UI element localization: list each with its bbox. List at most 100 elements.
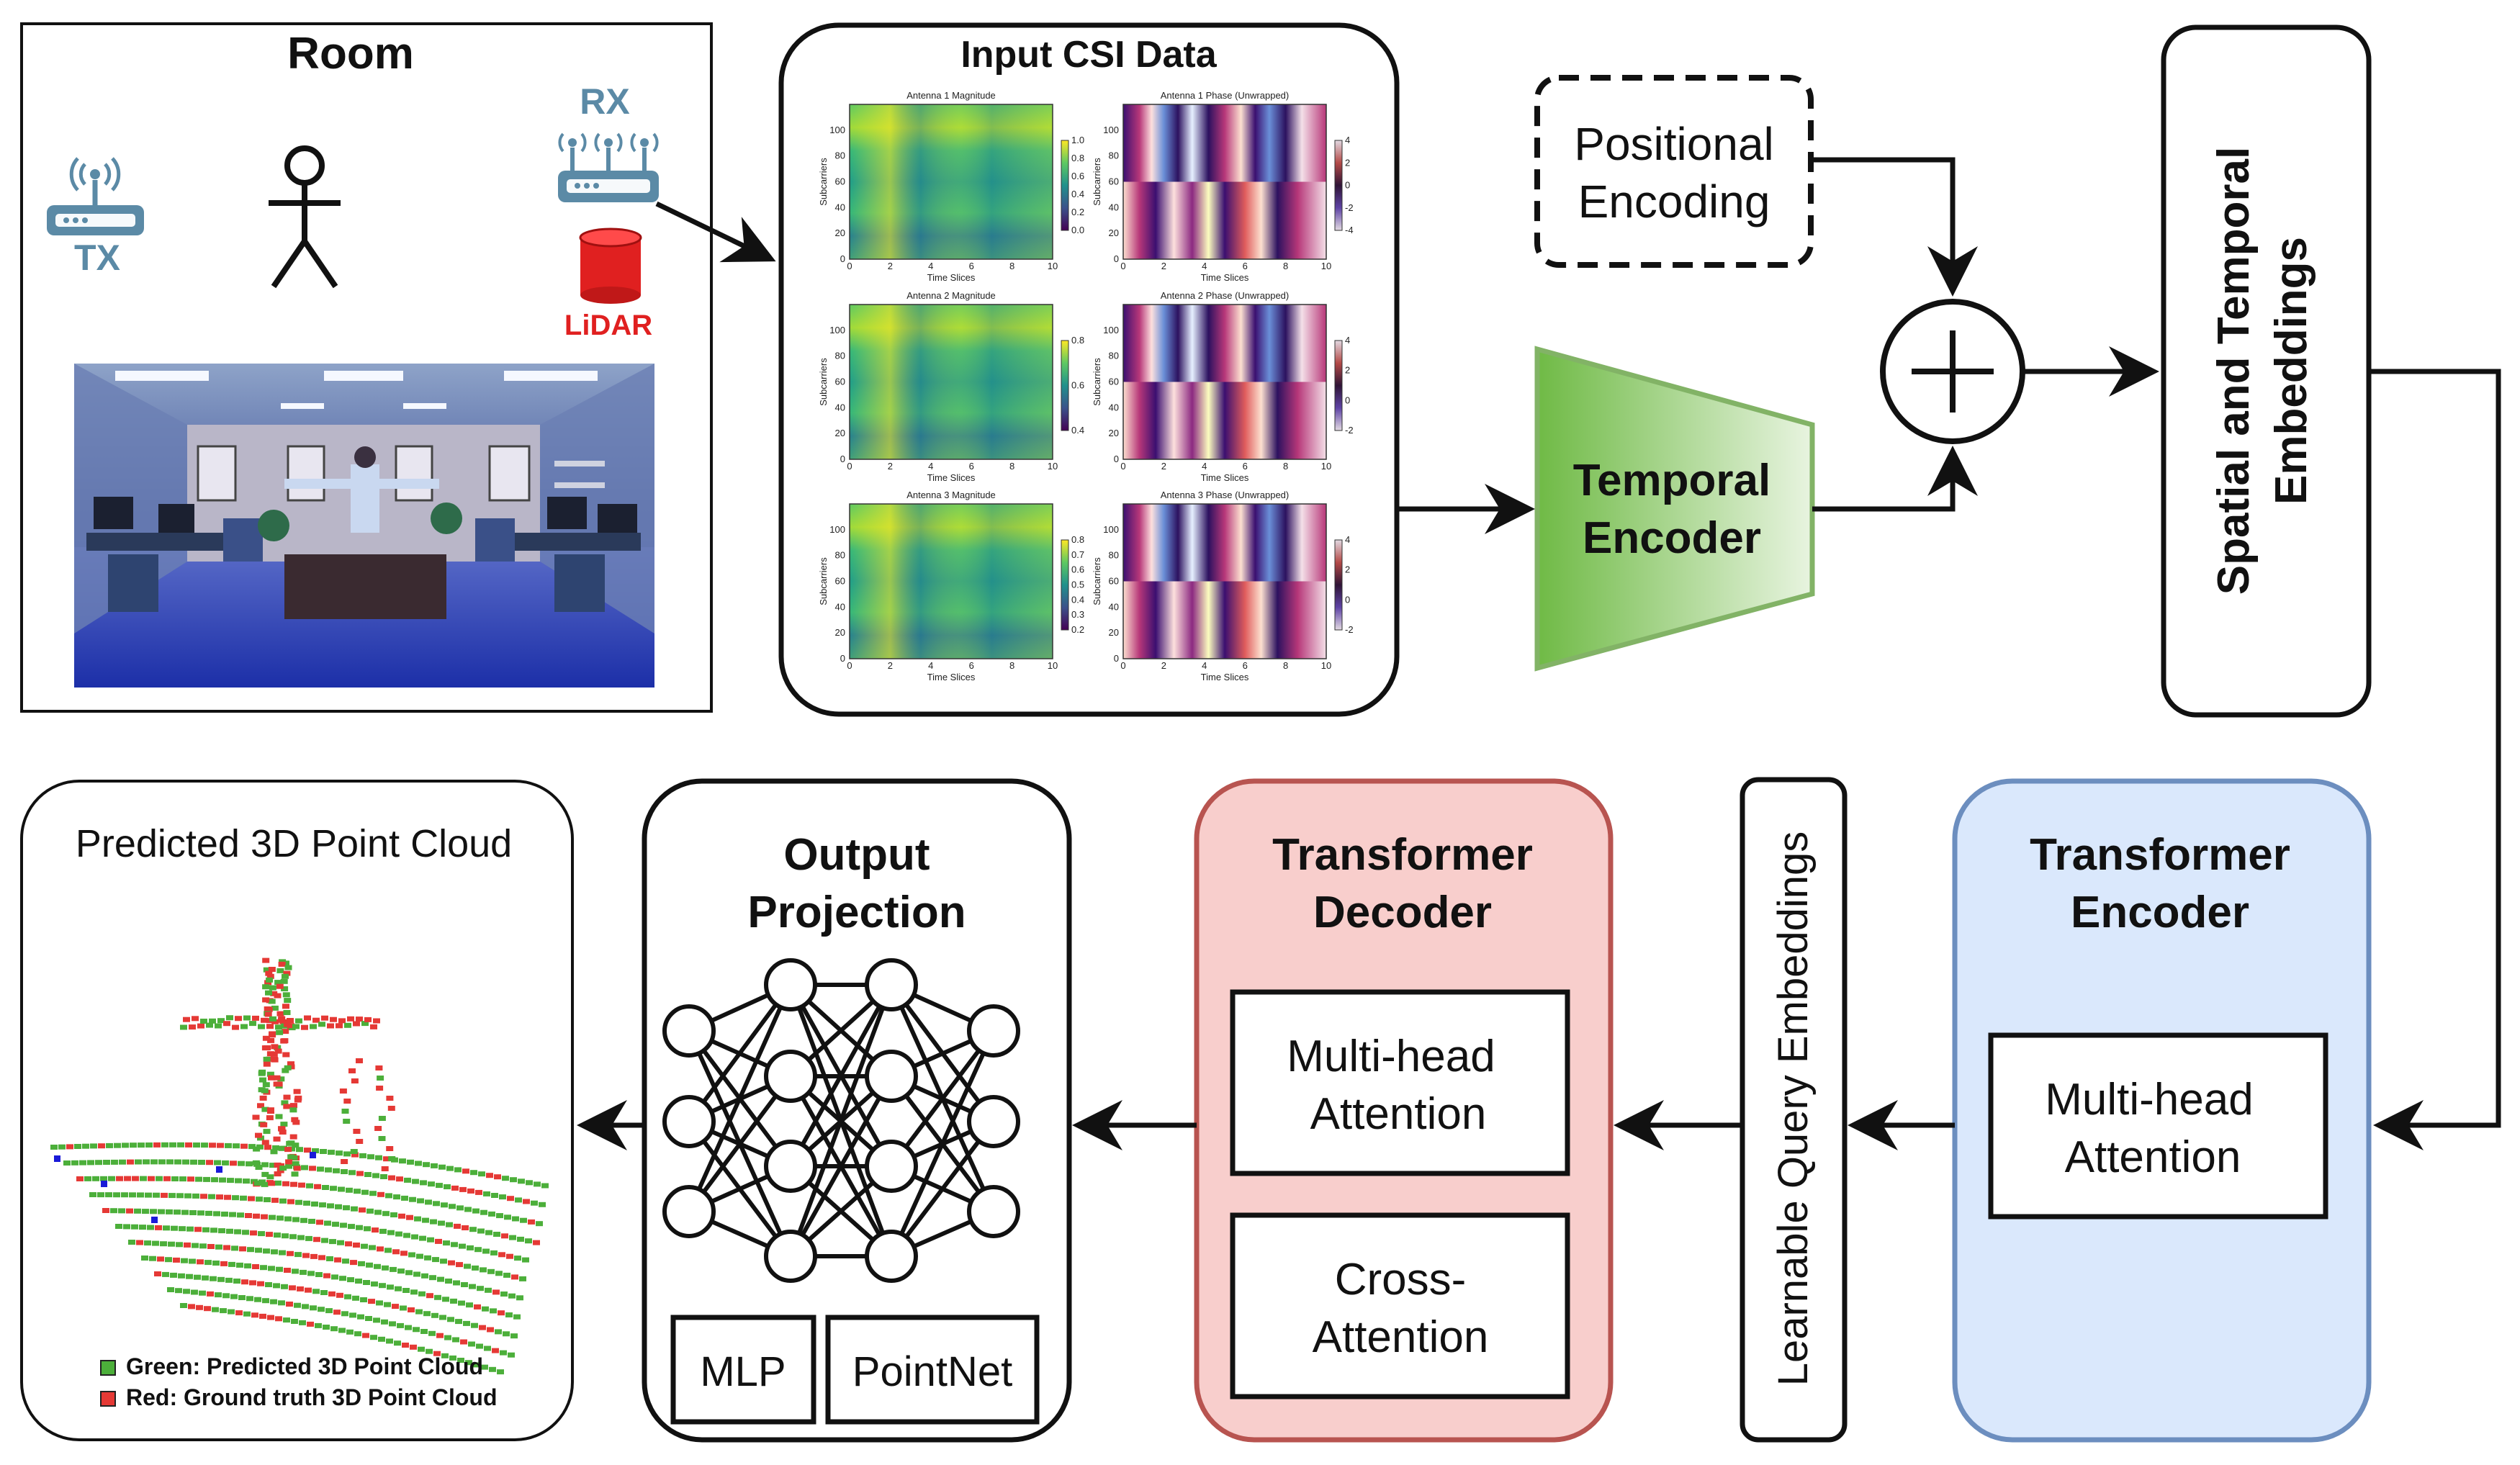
point bbox=[419, 1235, 426, 1241]
point bbox=[358, 1261, 365, 1266]
point bbox=[295, 1199, 302, 1205]
x-tick-label: 0 bbox=[1120, 461, 1125, 472]
x-tick-label: 2 bbox=[1161, 660, 1166, 671]
point bbox=[378, 1136, 386, 1141]
point bbox=[229, 1212, 236, 1217]
nn-node bbox=[764, 958, 817, 1011]
x-tick-label: 10 bbox=[1048, 261, 1058, 271]
point bbox=[333, 1310, 341, 1315]
point bbox=[301, 1165, 308, 1171]
point bbox=[343, 1099, 351, 1104]
point bbox=[376, 1086, 384, 1091]
point bbox=[179, 1226, 186, 1232]
point bbox=[369, 1191, 377, 1196]
phase-heatmap-bottom bbox=[1123, 181, 1326, 259]
point bbox=[318, 1255, 325, 1261]
point bbox=[500, 1292, 508, 1297]
point bbox=[66, 1144, 73, 1150]
point bbox=[339, 1276, 346, 1281]
point bbox=[431, 1163, 438, 1168]
colorbar-tick-label: 0.3 bbox=[1071, 609, 1084, 620]
point bbox=[212, 1261, 220, 1266]
point bbox=[383, 1156, 390, 1162]
point bbox=[469, 1227, 477, 1232]
point bbox=[377, 1191, 384, 1197]
colorbar bbox=[1334, 340, 1343, 431]
colorbar bbox=[1334, 539, 1343, 631]
point bbox=[342, 1258, 349, 1264]
point bbox=[246, 1161, 253, 1167]
point bbox=[290, 1155, 298, 1160]
csi-plot-title: Antenna 1 Magnitude bbox=[906, 90, 996, 101]
point bbox=[365, 1316, 372, 1321]
point bbox=[253, 1213, 260, 1219]
colorbar-tick-label: 0.6 bbox=[1071, 380, 1084, 391]
point bbox=[292, 1217, 300, 1222]
arrow-rx-to-csi bbox=[655, 201, 776, 263]
point bbox=[348, 1224, 355, 1230]
point bbox=[281, 1284, 288, 1289]
point bbox=[469, 1284, 476, 1289]
colorbar-tick-label: 0.6 bbox=[1071, 564, 1084, 575]
point bbox=[344, 1294, 351, 1299]
point bbox=[531, 1200, 538, 1206]
temporal-encoder-line2: Encoder bbox=[1583, 513, 1761, 563]
point bbox=[204, 1260, 212, 1266]
point bbox=[522, 1257, 529, 1263]
point bbox=[259, 1077, 266, 1083]
point bbox=[378, 1116, 386, 1121]
point bbox=[460, 1339, 467, 1345]
point bbox=[485, 1287, 492, 1293]
point bbox=[364, 1226, 371, 1232]
point bbox=[351, 1078, 359, 1083]
x-tick-label: 8 bbox=[1283, 261, 1288, 271]
point bbox=[298, 1182, 305, 1188]
point bbox=[150, 1159, 158, 1165]
point bbox=[144, 1240, 151, 1246]
y-tick-label: 100 bbox=[1103, 325, 1119, 335]
point bbox=[424, 1255, 431, 1261]
point bbox=[124, 1176, 131, 1181]
colorbar-tick-label: 0.2 bbox=[1071, 207, 1084, 217]
point bbox=[200, 1194, 207, 1199]
point bbox=[370, 1335, 377, 1340]
point bbox=[444, 1335, 451, 1340]
point bbox=[238, 1160, 245, 1166]
point bbox=[502, 1176, 509, 1181]
encoder-attention-box bbox=[1988, 1032, 2328, 1220]
point bbox=[487, 1327, 494, 1333]
y-axis-label: Subcarriers bbox=[1092, 158, 1102, 206]
point bbox=[327, 1203, 334, 1209]
point bbox=[511, 1274, 518, 1280]
point bbox=[292, 1161, 300, 1166]
y-tick-label: 60 bbox=[1109, 176, 1119, 187]
point bbox=[386, 1096, 394, 1101]
point bbox=[329, 1239, 336, 1245]
point bbox=[275, 1316, 282, 1322]
pointnet-label: PointNet bbox=[852, 1348, 1012, 1395]
nn-node bbox=[967, 1185, 1020, 1238]
point bbox=[331, 1274, 338, 1280]
point bbox=[263, 1248, 270, 1254]
point bbox=[147, 1225, 154, 1230]
point bbox=[265, 990, 272, 996]
point bbox=[292, 1268, 299, 1274]
point bbox=[270, 1299, 277, 1304]
x-tick-label: 8 bbox=[1009, 660, 1014, 671]
point bbox=[357, 1314, 364, 1320]
point bbox=[473, 1362, 480, 1368]
point bbox=[160, 1241, 167, 1247]
nn-node bbox=[967, 1095, 1020, 1148]
point bbox=[101, 1181, 107, 1187]
point bbox=[313, 1237, 320, 1243]
point bbox=[291, 1171, 299, 1177]
point bbox=[307, 1271, 315, 1276]
point bbox=[478, 1171, 485, 1177]
point bbox=[453, 1280, 460, 1286]
point bbox=[183, 1289, 190, 1294]
point bbox=[284, 1065, 292, 1070]
plot-frame bbox=[849, 304, 1053, 460]
point bbox=[287, 1199, 294, 1204]
point bbox=[276, 968, 284, 973]
point bbox=[328, 1150, 335, 1155]
